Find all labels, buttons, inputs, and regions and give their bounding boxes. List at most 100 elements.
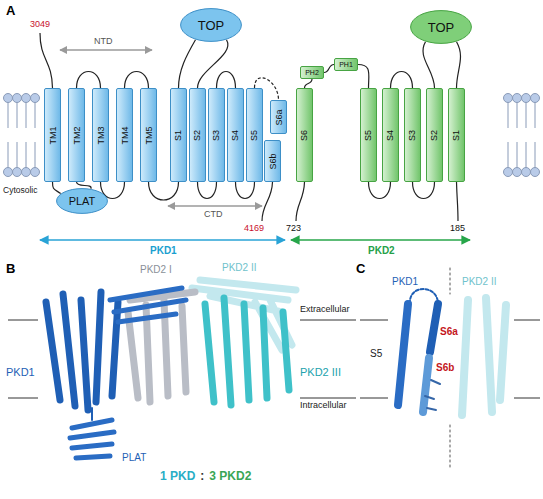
helix-box: S2 [189, 88, 206, 182]
helix-box: PH2 [300, 66, 324, 79]
panel-c-structure-part [410, 289, 438, 304]
loop-connector [125, 72, 149, 89]
terminus-line-part [262, 182, 273, 221]
node-label: PH1 [339, 61, 353, 68]
node-label: S4 [231, 129, 240, 140]
ratio-label: : [200, 470, 204, 483]
lipid-bilayer-part [13, 168, 22, 177]
domain-ellipse: TOP [410, 10, 472, 44]
node-label: S1 [452, 129, 461, 140]
loop-connector [149, 182, 179, 200]
loop-connector [391, 72, 413, 89]
ratio-label: 1 PKD [160, 470, 195, 483]
panel-c-structure-part [423, 358, 429, 412]
helix-box: S5 [246, 88, 263, 182]
domain-ellipse: TOP [180, 8, 242, 42]
membrane-line-part [360, 320, 540, 398]
terminus-line-part [457, 182, 459, 221]
lipid-bilayer-part [22, 168, 31, 177]
lipid-bilayer-part [513, 168, 522, 177]
panel-c-structure-part [425, 380, 440, 410]
loop-connector [423, 42, 435, 88]
lipid-bilayer-part [22, 94, 31, 103]
pkd1-structure-part [46, 292, 118, 410]
protein-label: PKD2 [368, 245, 395, 256]
compartment-label: Extracellular [300, 305, 350, 315]
subunit-label: PKD2 III [300, 366, 341, 378]
node-label: TOP [198, 19, 225, 32]
terminus-line-part [296, 182, 305, 221]
loop-connector [217, 72, 236, 89]
loop-connector [77, 72, 101, 89]
helix-box: S6a [270, 100, 287, 134]
domain-ellipse: PLAT [56, 188, 108, 214]
panel-c-structure-part [430, 304, 438, 352]
loop-connector [198, 40, 228, 88]
span-arrow-part [168, 205, 262, 206]
lipid-bilayer-part [504, 168, 513, 177]
helix-box: S1 [448, 88, 465, 182]
protein-label: PKD1 [150, 245, 177, 256]
node-label: TOP [428, 21, 455, 34]
residue-number: 185 [450, 224, 465, 234]
span-arrow-part [40, 239, 285, 241]
helix-box: TM2 [68, 88, 85, 182]
helix-box: S4 [227, 88, 244, 182]
helix-label: S6a [440, 326, 458, 337]
lipid-bilayer-part [31, 168, 40, 177]
node-label: S3 [212, 129, 221, 140]
helix-box: TM3 [92, 88, 109, 182]
lipid-bilayer-part [504, 94, 513, 103]
loop-connector [305, 79, 313, 88]
helix-box: TM1 [44, 88, 61, 182]
loop-connector [236, 182, 255, 199]
helix-label: S5 [370, 348, 382, 359]
ellipse-shape [57, 189, 108, 214]
loop-connector [53, 182, 61, 194]
node-label: S1 [174, 129, 183, 140]
compartment-label: Cytosolic [3, 186, 37, 195]
terminus-line [40, 33, 458, 221]
lipid-bilayer-part [508, 102, 535, 168]
node-label: S2 [193, 129, 202, 140]
helix-box: S5 [360, 88, 377, 182]
compartment-label: Intracellular [300, 401, 347, 411]
terminus-line-part [40, 33, 53, 88]
lipid-bilayer-part [513, 94, 522, 103]
lipid-bilayer-part [4, 168, 13, 177]
lipid-bilayer-part [522, 94, 531, 103]
helix-box: S4 [382, 88, 399, 182]
residue-number: 4169 [244, 224, 264, 234]
pkd1-structure-part [91, 408, 93, 420]
helix-box: PH1 [334, 58, 358, 71]
node-label: S6a [274, 109, 283, 125]
helix-box: S2 [426, 88, 443, 182]
helix-box: S6b [264, 140, 281, 182]
node-label: PLAT [69, 196, 96, 207]
node-label: TM4 [120, 126, 129, 144]
pkd1-structure-part [70, 420, 114, 458]
subunit-label: PKD2 I [140, 264, 172, 275]
subunit-label: PKD1 [6, 366, 35, 378]
node-label: TM1 [48, 126, 57, 144]
span-arrow-part [291, 239, 470, 241]
lipid-bilayer-part [4, 94, 13, 103]
ellipse-shape [411, 11, 472, 44]
node-label: TM2 [72, 126, 81, 144]
lipid-bilayer-part [31, 94, 40, 103]
node-label: S3 [408, 129, 417, 140]
lipid-bilayer-part [522, 168, 531, 177]
loop-connector [198, 182, 217, 199]
helix-label: S6b [436, 362, 454, 373]
lipid-bilayer-part [8, 102, 35, 168]
loop-connector [457, 42, 461, 88]
region-label: NTD [94, 37, 113, 47]
helix-box: S1 [170, 88, 187, 182]
pkd1-structure [46, 288, 186, 458]
ratio-label: 3 PKD2 [209, 470, 251, 483]
domain-label: PLAT [122, 452, 146, 463]
pkd2-iii-structure [205, 298, 289, 405]
loop-connector [324, 65, 334, 73]
subunit-label: PKD1 [392, 276, 418, 287]
